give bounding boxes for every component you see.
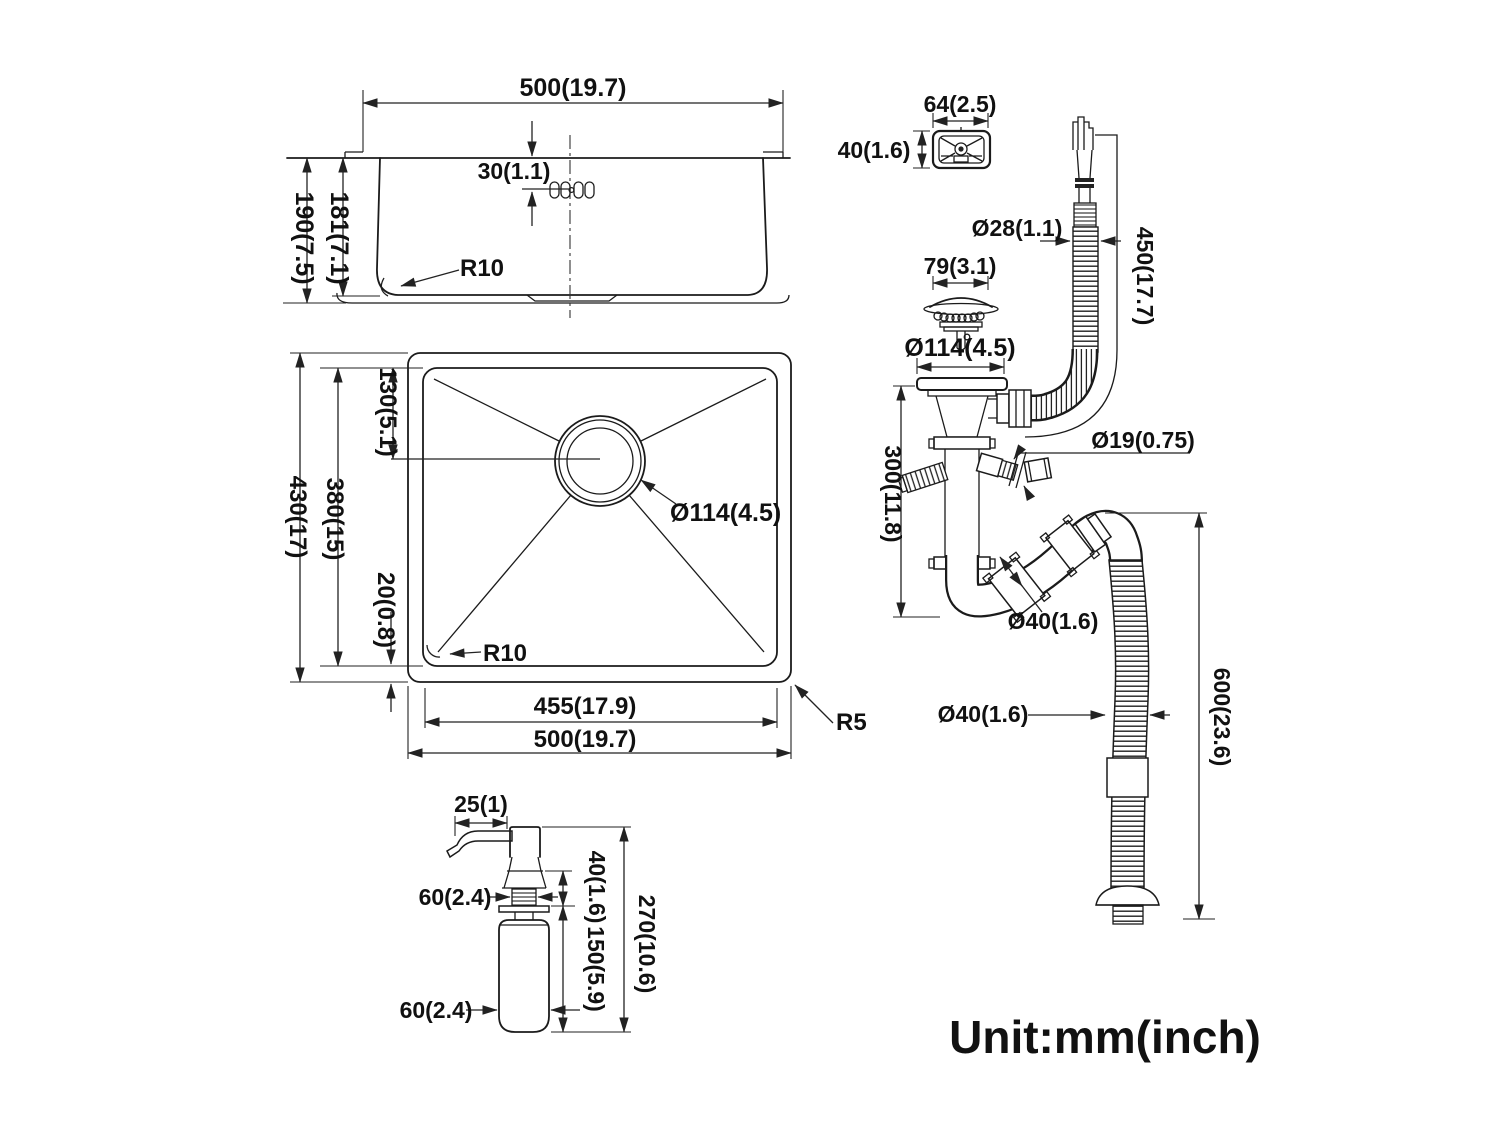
dispenser-spout xyxy=(446,830,513,859)
dim-trap-pipe-diameter: Ø40(1.6) xyxy=(1008,608,1099,634)
pump-neck xyxy=(502,856,547,889)
drain-recess xyxy=(526,294,618,302)
strainer-basket xyxy=(923,297,999,351)
dim-outlet-hose-length: 600(23.6) xyxy=(1209,668,1235,766)
dim-top-outer-corner-radius: R5 xyxy=(836,709,867,736)
dim-nipple-diameter: Ø19(0.75) xyxy=(1091,427,1195,453)
dim-overflow-height: 40(1.6) xyxy=(838,137,911,163)
sink-side-view: 500(19.7) 30(1.1) 190(7.5) 181(7.1) R10 xyxy=(283,74,791,318)
dim-overflow-width: 64(2.5) xyxy=(924,91,997,117)
dim-side-corner-radius: R10 xyxy=(460,255,504,282)
dim-dispenser-bottle-height: 150(5.9) xyxy=(583,926,609,1012)
r10-arc-mark xyxy=(380,277,389,297)
dim-side-bowl-depth: 181(7.1) xyxy=(325,191,353,284)
dim-tailpiece-height: 300(11.8) xyxy=(880,445,906,542)
p-trap xyxy=(945,509,1143,624)
nipple-adapter xyxy=(1023,457,1053,483)
dim-side-overall-width: 500(19.7) xyxy=(519,74,626,102)
dim-top-overall-width: 500(19.7) xyxy=(534,726,637,753)
soap-dispenser-view: 25(1) 60(2.4) 40(1.6) 150(5.9) 270(10.6)… xyxy=(400,791,660,1033)
dim-top-drain-diameter: Ø114(4.5) xyxy=(670,499,781,527)
bowl-rect xyxy=(422,367,778,667)
dim-overflow-hose-diameter: Ø28(1.1) xyxy=(972,215,1063,241)
dim-outlet-hose-diameter: Ø40(1.6) xyxy=(938,701,1029,727)
dim-top-bowl-corner-radius: R10 xyxy=(483,640,527,667)
dim-overflow-hose-length: 450(17.7) xyxy=(1132,227,1158,325)
dim-dispenser-collar-height: 40(1.6) xyxy=(584,851,610,924)
dim-top-bowl-height: 380(15) xyxy=(321,478,348,561)
drain-outer-ring xyxy=(554,415,646,507)
dim-top-bowl-width: 455(17.9) xyxy=(534,693,637,720)
outer-rim xyxy=(407,352,792,683)
bottle xyxy=(498,919,550,1033)
dim-side-overall-depth: 190(7.5) xyxy=(290,191,318,284)
bowl-slope-lines xyxy=(433,378,767,653)
dim-dispenser-spout-length: 25(1) xyxy=(454,791,508,817)
outlet-hose xyxy=(1095,559,1160,925)
dim-strainer-width: 79(3.1) xyxy=(924,253,997,279)
pump-head xyxy=(509,826,541,858)
outer-shell xyxy=(336,292,790,304)
drain-body xyxy=(897,377,1053,570)
sink-top-view: 430(17) 380(15) 130(5.1) 20(0.8) Ø114(4.… xyxy=(284,352,867,759)
hose-silhouette xyxy=(1024,134,1118,438)
faucet-holes xyxy=(549,181,595,199)
overflow-hose xyxy=(996,116,1118,438)
mounting-plate xyxy=(498,905,550,913)
dim-dispenser-thread-diameter: 60(2.4) xyxy=(419,884,492,910)
drain-mid-ring xyxy=(558,419,642,503)
r10-arc-mark-top xyxy=(426,644,441,658)
overflow-cover xyxy=(931,127,992,170)
dim-strainer-diameter: Ø114(4.5) xyxy=(904,334,1015,362)
drain-assembly-view: 64(2.5) 40(1.6) Ø28(1.1) 450(17.7) xyxy=(838,91,1235,925)
dim-top-overall-height: 430(17) xyxy=(284,476,311,559)
dim-side-hole-offset: 30(1.1) xyxy=(478,158,551,184)
dim-dispenser-overall-height: 270(10.6) xyxy=(634,895,660,993)
dim-dispenser-bottle-diameter: 60(2.4) xyxy=(400,997,473,1023)
bottle-neck xyxy=(514,912,534,920)
drain-inner-ring xyxy=(566,427,634,495)
unit-note: Unit:mm(inch) xyxy=(949,1011,1261,1063)
dim-top-drain-offset: 130(5.1) xyxy=(374,367,401,456)
rim-lip-lines xyxy=(344,151,784,158)
thread-collar xyxy=(511,888,537,907)
bowl-profile xyxy=(376,157,768,296)
dim-top-bottom-rim: 20(0.8) xyxy=(372,572,399,648)
